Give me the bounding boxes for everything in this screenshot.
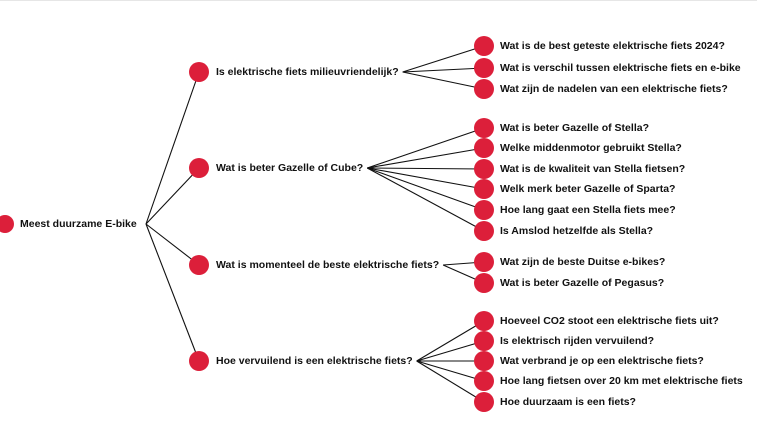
leaf-node-dot xyxy=(474,392,494,412)
leaf-node-label: Hoe lang gaat een Stella fiets mee? xyxy=(500,204,676,216)
leaf-node-label: Welk merk beter Gazelle of Sparta? xyxy=(500,183,675,195)
leaf-node-label: Wat is beter Gazelle of Stella? xyxy=(500,122,649,134)
edge-branch-1-to-leaf-3 xyxy=(402,71,485,90)
edge-branch-2-to-leaf-1 xyxy=(367,127,485,169)
edge-root-to-branch-3 xyxy=(145,223,200,266)
leaf-node-label: Wat is verschil tussen elektrische fiets… xyxy=(500,62,741,74)
edge-branch-4-to-leaf-2 xyxy=(416,340,485,362)
leaf-node-label: Is elektrisch rijden vervuilend? xyxy=(500,335,654,347)
edge-branch-2-to-leaf-5 xyxy=(367,167,485,211)
leaf-node-dot xyxy=(474,179,494,199)
top-border xyxy=(0,0,757,1)
leaf-node-label: Wat verbrand je op een elektrische fiets… xyxy=(500,355,704,367)
leaf-node-dot xyxy=(474,331,494,351)
leaf-node-label: Wat zijn de nadelen van een elektrische … xyxy=(500,83,728,95)
root-node-dot xyxy=(0,215,14,233)
edge-root-to-branch-4 xyxy=(145,223,200,362)
leaf-node-dot xyxy=(474,200,494,220)
root-node-label: Meest duurzame E-bike xyxy=(20,218,137,230)
leaf-node-label: Welke middenmotor gebruikt Stella? xyxy=(500,142,682,154)
branch-node-dot-4 xyxy=(189,351,209,371)
edge-branch-2-to-leaf-4 xyxy=(367,167,485,190)
edge-branch-4-to-leaf-5 xyxy=(416,360,485,403)
edge-branch-2-to-leaf-3 xyxy=(367,167,485,170)
leaf-node-dot xyxy=(474,311,494,331)
leaf-node-dot xyxy=(474,371,494,391)
edge-root-to-branch-1 xyxy=(145,71,200,225)
leaf-node-dot xyxy=(474,118,494,138)
leaf-node-dot xyxy=(474,252,494,272)
edges xyxy=(145,45,485,403)
branch-node-dot-2 xyxy=(189,158,209,178)
branch-node-label-1: Is elektrische fiets milieuvriendelijk? xyxy=(216,66,399,78)
branch-node-dot-3 xyxy=(189,255,209,275)
leaf-node-label: Is Amslod hetzelfde als Stella? xyxy=(500,225,653,237)
leaf-node-dot xyxy=(474,58,494,78)
leaf-node-dot xyxy=(474,159,494,179)
edge-branch-4-to-leaf-1 xyxy=(416,320,485,362)
leaf-node-dot xyxy=(474,138,494,158)
leaf-node-dot xyxy=(474,273,494,293)
leaf-node-dot xyxy=(474,351,494,371)
edge-root-to-branch-2 xyxy=(145,167,200,225)
edge-branch-2-to-leaf-2 xyxy=(367,147,485,169)
leaf-node-dot xyxy=(474,36,494,56)
branch-node-label-3: Wat is momenteel de beste elektrische fi… xyxy=(216,259,439,271)
branch-node-label-4: Hoe vervuilend is een elektrische fiets? xyxy=(216,355,413,367)
leaf-node-label: Hoe duurzaam is een fiets? xyxy=(500,396,636,408)
leaf-node-label: Hoe lang fietsen over 20 km met elektris… xyxy=(500,375,743,387)
leaf-node-label: Wat zijn de beste Duitse e-bikes? xyxy=(500,256,665,268)
leaf-node-dot xyxy=(474,79,494,99)
edge-branch-1-to-leaf-2 xyxy=(402,67,485,73)
branch-node-dot-1 xyxy=(189,62,209,82)
leaf-node-label: Wat is beter Gazelle of Pegasus? xyxy=(500,277,664,289)
edge-branch-2-to-leaf-6 xyxy=(366,167,485,232)
branch-node-label-2: Wat is beter Gazelle of Cube? xyxy=(216,162,363,174)
leaf-node-label: Wat is de best geteste elektrische fiets… xyxy=(500,40,725,52)
edge-branch-1-to-leaf-1 xyxy=(402,45,485,73)
leaf-node-label: Wat is de kwaliteit van Stella fietsen? xyxy=(500,163,685,175)
edge-branch-4-to-leaf-4 xyxy=(416,360,485,382)
leaf-node-dot xyxy=(474,221,494,241)
leaf-node-label: Hoeveel CO2 stoot een elektrische fiets … xyxy=(500,315,719,327)
